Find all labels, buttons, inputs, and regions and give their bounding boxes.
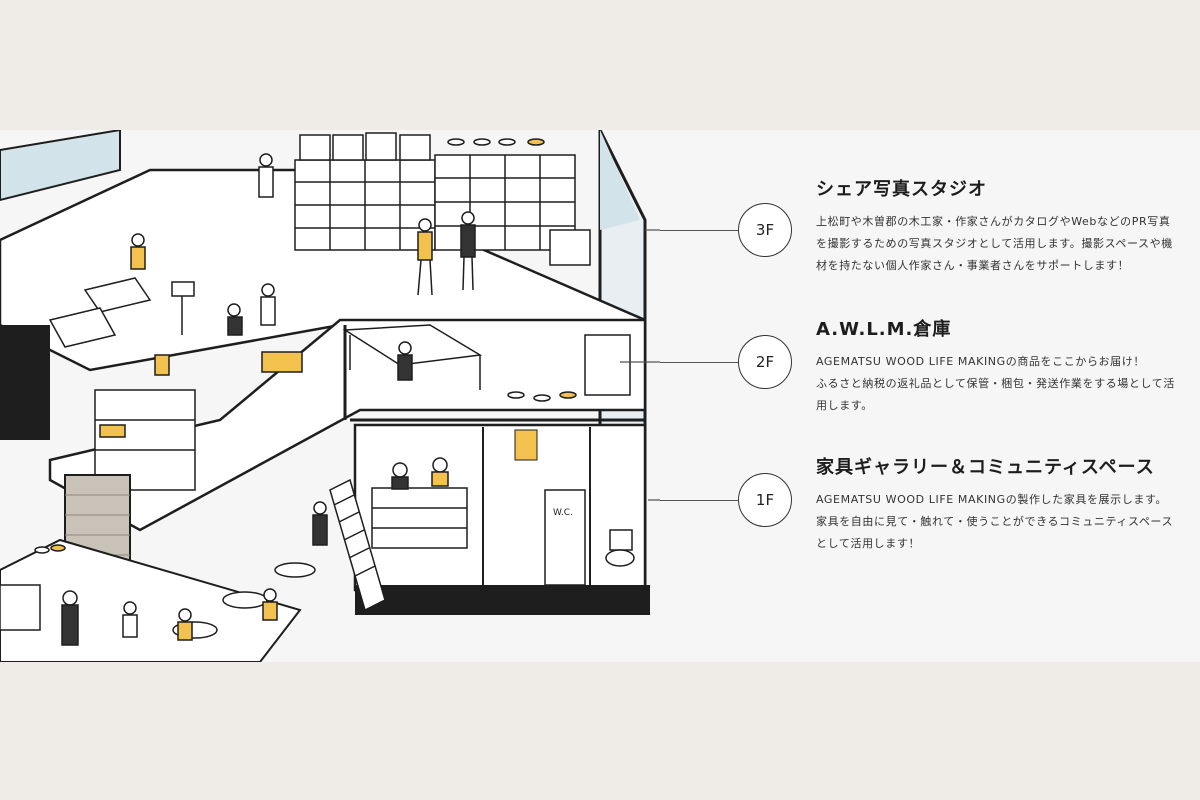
floor-badge-1f-label: 1F [755,491,775,509]
floor-desc-3f-line-3: 材を持たない個人作家さん・事業者さんをサポートします！ [816,259,1130,272]
floor-info-2f: A.W.L.M.倉庫 AGEMATSU WOOD LIFE MAKINGの商品を… [816,315,1196,417]
building-cutaway-illustration: W.C. [0,130,660,662]
floor-desc-2f-line-3: 用します。 [816,399,873,412]
wc-sign: W.C. [553,508,573,518]
floor-desc-3f-line-2: を撮影するための写真スタジオとして活用します。撮影スペースや機 [816,237,1173,250]
floor-desc-1f-line-2: 家具を自由に見て・触れて・使うことができるコミュニティスペース [816,515,1174,528]
floor-badge-3f: 3F [738,203,792,257]
floor-info-1f: 家具ギャラリー＆コミュニティスペース AGEMATSU WOOD LIFE MA… [816,453,1196,555]
floor-desc-2f-line-1: AGEMATSU WOOD LIFE MAKINGの商品をここからお届け！ [816,355,1145,368]
floor-title-2f: A.W.L.M.倉庫 [816,319,952,340]
floor-badge-1f: 1F [738,473,792,527]
wc-door [544,489,586,586]
floor-badge-3f-label: 3F [755,221,775,239]
floor-badge-2f-label: 2F [755,353,775,371]
floor-desc-3f-line-1: 上松町や木曽郡の木工家・作家さんがカタログやWebなどのPR写真 [816,215,1171,228]
floor-desc-1f-line-3: として活用します！ [816,537,921,550]
floor-desc-2f-line-2: ふるさと納税の返礼品として保管・梱包・発送作業をする場として活 [816,377,1175,390]
people-3f [130,153,476,336]
shelving-3f [294,132,591,266]
floor-badge-2f: 2F [738,335,792,389]
floor-title-3f: シェア写真スタジオ [816,179,987,200]
floor-guide-section: W.C. [0,130,1200,662]
floor-desc-1f-line-1: AGEMATSU WOOD LIFE MAKINGの製作した家具を展示します。 [816,493,1168,506]
floor-info-3f: シェア写真スタジオ 上松町や木曽郡の木工家・作家さんがカタログやWebなどのPR… [816,175,1196,277]
floor-title-1f: 家具ギャラリー＆コミュニティスペース [816,457,1155,478]
